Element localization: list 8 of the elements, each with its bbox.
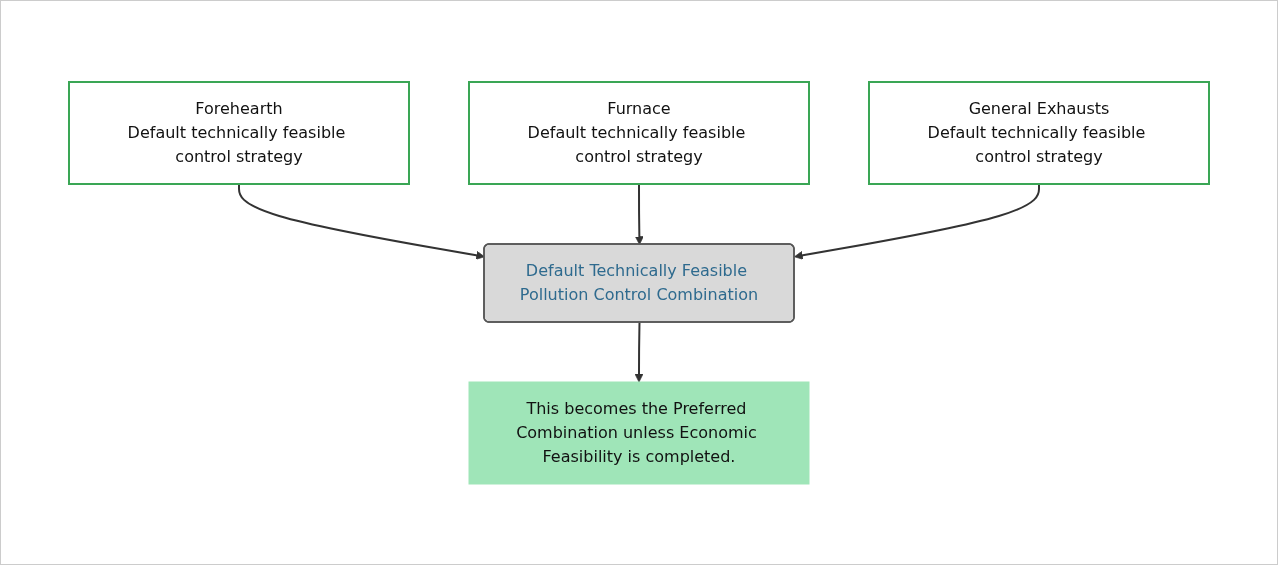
- arrow: [634, 321, 644, 382]
- node-box: This becomes the Preferred Combination unless Economic Feasibility is completed.: [468, 381, 810, 484]
- node-box: Forehearth Default technically feasible control strategy: [68, 80, 410, 185]
- arrow: [794, 182, 1040, 260]
- arrow: [238, 182, 485, 260]
- node-box: Furnace Default technically feasible control strategy: [468, 80, 810, 185]
- node-box: General Exhausts Default technically feasible control strategy: [868, 80, 1210, 185]
- arrow: [634, 182, 644, 245]
